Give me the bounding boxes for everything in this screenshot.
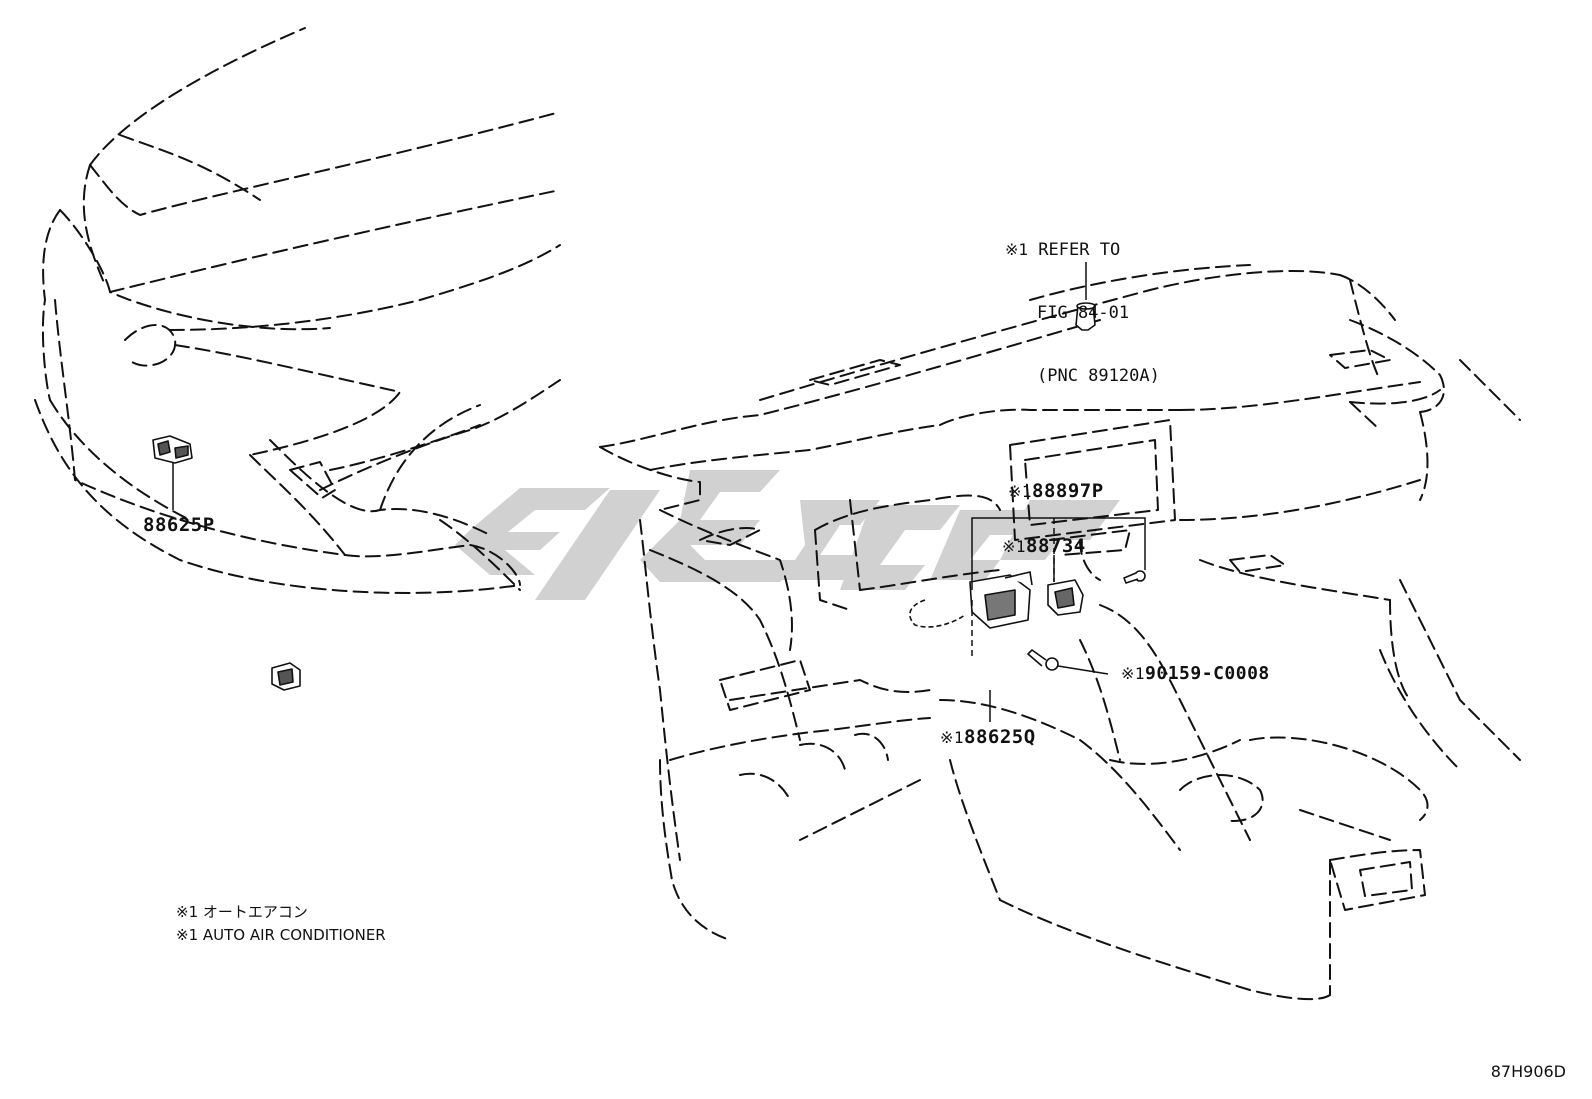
callout-88625P: 88625P xyxy=(143,516,215,535)
refer-fig-part xyxy=(1075,302,1096,331)
refer-line2: FIG 84-01 xyxy=(1037,303,1130,323)
callout-88625P-part: 88625P xyxy=(143,514,215,536)
callout-88625Q-part: 88625Q xyxy=(964,726,1036,748)
callout-88734-mark: ※1 xyxy=(1002,537,1027,556)
sensor-88625P-part xyxy=(152,435,193,464)
sensor-88625Q-part xyxy=(271,662,301,691)
callout-88734-part: 88734 xyxy=(1026,535,1086,557)
figure-code: 87H906D xyxy=(1490,1062,1566,1081)
callout-88897P: ※188897P xyxy=(1008,482,1104,501)
refer-to-note: ※1 REFER TO FIG 84-01 (PNC 89120A) xyxy=(1005,197,1160,408)
watermark-logo xyxy=(455,470,1120,600)
dashboard-outline xyxy=(599,264,1521,1001)
callout-90159-part: 90159-C0008 xyxy=(1145,663,1270,684)
legend-note-english: ※1 AUTO AIR CONDITIONER xyxy=(176,926,386,944)
callout-90159-mark: ※1 xyxy=(1121,664,1146,683)
legend-note-japanese: ※1 オートエアコン xyxy=(176,903,308,921)
sensor-88734-part xyxy=(1047,579,1084,616)
callout-88625Q: ※188625Q xyxy=(940,728,1036,747)
callout-88625Q-mark: ※1 xyxy=(940,728,965,747)
callout-88734: ※188734 xyxy=(1002,537,1086,556)
callout-88897P-mark: ※1 xyxy=(1008,482,1033,501)
front-bumper-outline xyxy=(34,27,561,594)
callout-90159-C0008: ※190159-C0008 xyxy=(1121,665,1270,683)
callout-88897P-part: 88897P xyxy=(1032,480,1104,502)
refer-mark: ※1 xyxy=(1005,240,1029,259)
leader-lines xyxy=(172,262,1146,722)
refer-line3: (PNC 89120A) xyxy=(1037,366,1160,386)
screw-90159-part xyxy=(1027,570,1146,671)
refer-line1: REFER TO xyxy=(1038,240,1121,260)
